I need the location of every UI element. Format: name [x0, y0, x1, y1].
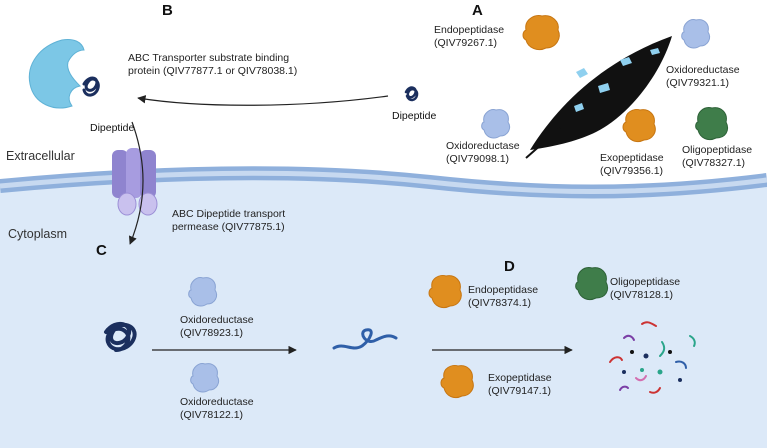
oxidoreductase-a-right-icon: [681, 19, 711, 49]
peptide-fragment-icon: [332, 328, 398, 350]
oligopeptidase-d-icon: [575, 267, 609, 301]
label-exopeptidase-d: Exopeptidase (QIV79147.1): [488, 372, 552, 397]
amino-acid-cloud: [609, 321, 696, 394]
label-binding-protein: ABC Transporter substrate binding protei…: [128, 52, 298, 77]
label-permease: ABC Dipeptide transport permease (QIV778…: [172, 208, 286, 233]
dipeptide-icon-a: [404, 86, 419, 102]
label-oxidoreductase-c-top: Oxidoreductase (QIV78923.1): [180, 314, 254, 339]
panel-label-a: A: [472, 2, 483, 19]
binding-protein-icon: [28, 39, 85, 109]
label-exopeptidase-a: Exopeptidase (QIV79356.1): [600, 152, 664, 177]
oxidoreductase-c-bottom-icon: [190, 363, 220, 393]
panel-label-c: C: [96, 242, 107, 259]
abc-transporter-icon: [112, 148, 158, 216]
label-oxidoreductase-a-left: Oxidoreductase (QIV79098.1): [446, 140, 520, 165]
oligopeptidase-a-icon: [695, 107, 729, 141]
arrow-dipeptide-to-binding-protein: [137, 95, 389, 106]
label-dipeptide-b: Dipeptide: [90, 122, 135, 134]
panel-label-b: B: [162, 2, 173, 19]
dipeptide-icon-b: [82, 76, 100, 97]
region-label-extracellular: Extracellular: [6, 149, 75, 163]
exopeptidase-d-icon: [440, 365, 474, 399]
oxidoreductase-a-left-icon: [481, 109, 511, 139]
label-oligopeptidase-d: Oligopeptidase (QIV78128.1): [610, 276, 681, 301]
exopeptidase-a-icon: [622, 109, 656, 143]
arrow-into-cytoplasm: [128, 121, 144, 245]
feather-icon: [525, 36, 672, 159]
label-endopeptidase-a: Endopeptidase (QIV79267.1): [434, 24, 505, 49]
endopeptidase-a-icon: [522, 15, 560, 51]
oxidoreductase-c-top-icon: [188, 277, 218, 307]
region-label-cytoplasm: Cytoplasm: [8, 227, 68, 241]
endopeptidase-d-icon: [428, 275, 462, 309]
label-endopeptidase-d: Endopeptidase (QIV78374.1): [468, 284, 539, 309]
label-dipeptide-a: Dipeptide: [392, 110, 437, 122]
label-oxidoreductase-c-bottom: Oxidoreductase (QIV78122.1): [180, 396, 254, 421]
label-oligopeptidase-a: Oligopeptidase (QIV78327.1): [682, 144, 753, 169]
panel-label-d: D: [504, 258, 515, 275]
label-oxidoreductase-a-right: Oxidoreductase (QIV79321.1): [666, 64, 740, 89]
cytoplasm-region: [0, 173, 767, 448]
protein-coil-icon: [104, 321, 137, 352]
